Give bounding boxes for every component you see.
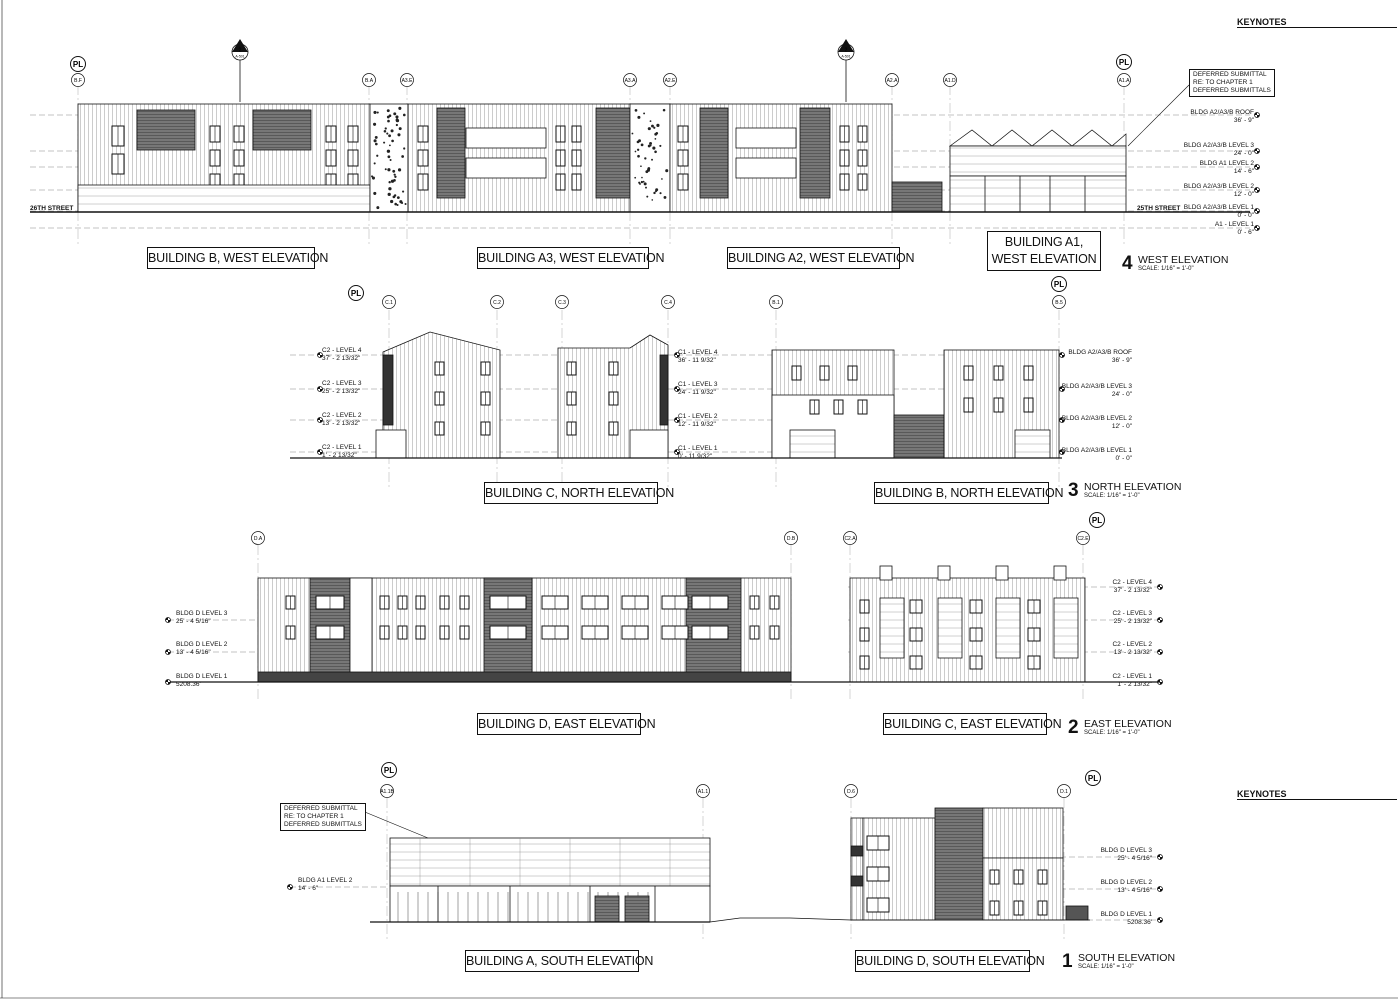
level-tag: BLDG D LEVEL 15208.36' xyxy=(176,673,227,689)
grid-label: A1.1B xyxy=(380,789,394,795)
view-number: 4 xyxy=(1122,253,1133,275)
grid-label: D.6 xyxy=(847,789,855,795)
property-line-label: PL xyxy=(384,766,394,775)
label-building-a3-west: BUILDING A3, WEST ELEVATION xyxy=(477,247,649,269)
view-number: 2 xyxy=(1068,717,1079,739)
property-line-label: PL xyxy=(1092,516,1102,525)
street-label-26th: 26TH STREET xyxy=(30,205,73,212)
level-tag: C2 - LEVEL 325' - 2 13/32" xyxy=(1112,610,1152,626)
label-building-d-east: BUILDING D, EAST ELEVATION xyxy=(477,713,641,735)
level-tag: C2 - LEVEL 11' - 2 13/32" xyxy=(1112,673,1152,689)
property-line-label: PL xyxy=(1088,774,1098,783)
level-tag: BLDG D LEVEL 213' - 4 5/16" xyxy=(1101,879,1152,895)
property-line-label: PL xyxy=(73,60,83,69)
grid-label: C.2 xyxy=(493,300,501,306)
a1-roof xyxy=(950,130,1126,146)
level-tag: C1 - LEVEL 324' - 11 9/32" xyxy=(678,381,718,397)
property-line-label: PL xyxy=(1054,280,1064,289)
south-elevation-drawing: A1.1B A1.1 D.6 D.1 PL PL xyxy=(288,763,1163,941)
level-tag: C1 - LEVEL 212' - 11 9/32" xyxy=(678,413,718,429)
grid-label: C.4 xyxy=(664,300,672,306)
level-tag: BLDG A2/A3/B LEVEL 324' - 0" xyxy=(1062,383,1132,399)
view-scale: SCALE: 1/16" = 1'-0" xyxy=(1084,730,1140,736)
keynotes-heading-bottom: KEYNOTES xyxy=(1237,789,1397,800)
view-name: EAST ELEVATION xyxy=(1084,718,1172,730)
label-building-c-north: BUILDING C, NORTH ELEVATION xyxy=(484,482,658,504)
level-tag: BLDG A2/A3/B LEVEL 212' - 0" xyxy=(1062,415,1132,431)
section-number: 2 xyxy=(845,48,848,54)
level-tag: BLDG A2/A3/B LEVEL 324' - 0" xyxy=(1184,142,1254,158)
level-tag: BLDG A2/A3/B LEVEL 10' - 0" xyxy=(1184,204,1254,220)
level-tag: C2 - LEVEL 213' - 2 13/32" xyxy=(1112,641,1152,657)
section-sheet: A-501 xyxy=(235,55,244,59)
grid-label: D.B xyxy=(787,536,796,542)
level-tag: C2 - LEVEL 437' - 2 13/32" xyxy=(1112,579,1152,595)
deferred-submittal-note-south: DEFERRED SUBMITTALRE: TO CHAPTER 1DEFERR… xyxy=(280,803,366,831)
label-building-a2-west: BUILDING A2, WEST ELEVATION xyxy=(727,247,900,269)
level-tag: A1 - LEVEL 10' - 6" xyxy=(1215,221,1254,237)
grid-label: A3.A xyxy=(625,78,637,84)
view-name: NORTH ELEVATION xyxy=(1084,481,1181,493)
label-building-b-north: BUILDING B, NORTH ELEVATION xyxy=(874,482,1049,504)
level-tag: C2 - LEVEL 325' - 2 13/32" xyxy=(322,380,362,396)
street-label-25th: 25TH STREET xyxy=(1137,205,1180,212)
section-sheet: A-501 xyxy=(841,55,850,59)
view-number: 3 xyxy=(1068,480,1079,502)
grid-label: C2.E xyxy=(1077,536,1089,542)
grid-label: D.A xyxy=(254,536,263,542)
view-number: 1 xyxy=(1062,951,1073,973)
view-scale: SCALE: 1/16" = 1'-0" xyxy=(1138,266,1194,272)
grid-label: C2.A xyxy=(844,536,856,542)
level-tag: C2 - LEVEL 213' - 2 13/32" xyxy=(322,412,362,428)
east-elevation-drawing: D.A D.B C2.A C2.E PL xyxy=(166,513,1163,701)
section-number: 2 xyxy=(239,48,242,54)
grid-label: A3.E xyxy=(402,78,414,84)
west-elevation-drawing: B.FB.AA3.EA3.AA2.EA2.AA1.DA1.APLPL2A-501… xyxy=(30,39,1260,245)
level-tag: BLDG A1 LEVEL 214' - 6" xyxy=(298,877,352,893)
view-scale: SCALE: 1/16" = 1'-0" xyxy=(1078,964,1134,970)
label-building-b-west: BUILDING B, WEST ELEVATION xyxy=(147,247,315,269)
deferred-submittal-note-west: DEFERRED SUBMITTALRE: TO CHAPTER 1DEFERR… xyxy=(1189,69,1275,97)
grid-label: C.3 xyxy=(558,300,566,306)
keynotes-heading-top: KEYNOTES xyxy=(1237,17,1397,28)
grid-label: D.1 xyxy=(1060,789,1068,795)
label-building-a1-west: BUILDING A1,WEST ELEVATION xyxy=(987,231,1101,271)
level-tag: BLDG A1 LEVEL 214' - 6" xyxy=(1200,160,1254,176)
level-tag: C1 - LEVEL 10' - 11 9/32" xyxy=(678,445,718,461)
view-name: SOUTH ELEVATION xyxy=(1078,952,1175,964)
grid-label: B.1 xyxy=(772,300,780,306)
level-tag: BLDG A2/A3/B LEVEL 212' - 0" xyxy=(1184,183,1254,199)
grid-label: B.F xyxy=(74,78,82,84)
label-building-d-south: BUILDING D, SOUTH ELEVATION xyxy=(855,950,1030,972)
grid-label: A1.A xyxy=(1119,78,1131,84)
property-line-label: PL xyxy=(351,289,361,298)
view-name: WEST ELEVATION xyxy=(1138,254,1228,266)
level-tag: BLDG D LEVEL 325' - 4 5/16" xyxy=(1101,847,1152,863)
level-tag: BLDG D LEVEL 325' - 4 5/16" xyxy=(176,610,227,626)
label-building-a-south: BUILDING A, SOUTH ELEVATION xyxy=(465,950,639,972)
grid-label: A1.D xyxy=(944,78,956,84)
view-scale: SCALE: 1/16" = 1'-0" xyxy=(1084,493,1140,499)
property-line-label: PL xyxy=(1119,58,1129,67)
level-tag: BLDG A2/A3/B ROOF36' - 9" xyxy=(1068,349,1132,365)
label-building-c-east: BUILDING C, EAST ELEVATION xyxy=(883,713,1047,735)
grid-label: B.5 xyxy=(1055,300,1063,306)
level-tag: BLDG D LEVEL 15208.36' xyxy=(1101,911,1152,927)
level-tag: C1 - LEVEL 436' - 11 9/32" xyxy=(678,349,718,365)
grid-label: A2.E xyxy=(665,78,677,84)
grid-label: A1.1 xyxy=(698,789,709,795)
level-tag: BLDG A2/A3/B LEVEL 10' - 0" xyxy=(1062,447,1132,463)
grid-label: C.1 xyxy=(385,300,393,306)
grid-label: A2.A xyxy=(887,78,899,84)
level-tag: BLDG D LEVEL 213' - 4 5/16" xyxy=(176,641,227,657)
level-tag: C2 - LEVEL 11' - 2 13/32" xyxy=(322,444,362,460)
level-tag: BLDG A2/A3/B ROOF36' - 9" xyxy=(1190,109,1254,125)
level-tag: C2 - LEVEL 437' - 2 13/32" xyxy=(322,347,362,363)
grid-label: B.A xyxy=(365,78,374,84)
